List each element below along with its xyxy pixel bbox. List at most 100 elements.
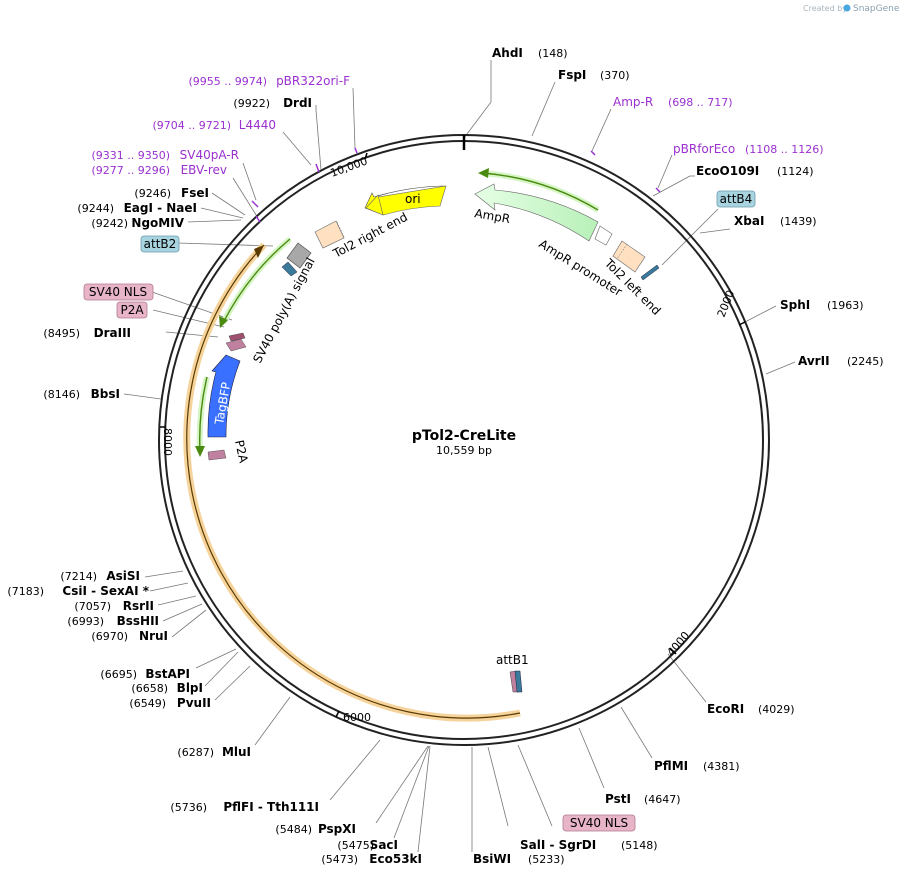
- sv40-nls-box-top[interactable]: [83, 283, 154, 301]
- site-sali-position: (5148): [621, 839, 658, 852]
- sv40-nls-box-bottom[interactable]: [562, 814, 636, 832]
- site-ahdi-name: AhdI: [492, 46, 523, 60]
- attb4-marker[interactable]: [640, 264, 660, 281]
- site-xbai-name: XbaI: [734, 214, 764, 228]
- tick-label-6000: 6000: [343, 711, 371, 724]
- primer-l4440-name: L4440: [239, 118, 276, 132]
- attb2-label: attB2: [144, 237, 177, 251]
- site-eco53ki-name: Eco53kI: [369, 852, 422, 866]
- site-bsshii-name: BssHII: [117, 614, 159, 628]
- primer-l4440-range: (9704 .. 9721): [152, 119, 231, 132]
- attb2-box[interactable]: [140, 235, 180, 253]
- sv40pa-orf-line: [222, 238, 291, 324]
- site-ecori-position: (4029): [758, 703, 795, 716]
- site-pflfi-name: PflFI - Tth111I: [223, 800, 319, 814]
- snapgene-logo-icon: [843, 4, 851, 12]
- attb2-marker[interactable]: [281, 261, 298, 277]
- site-sphi-position: (1963): [827, 299, 864, 312]
- site-fsei-position: (9246): [134, 187, 171, 200]
- site-pvuii-name: PvuII: [177, 696, 211, 710]
- site-pspxi-name: PspXI: [318, 822, 356, 836]
- sv40-polya-feature[interactable]: [286, 242, 312, 269]
- site-asisi-name: AsiSI: [106, 569, 140, 583]
- site-eagi-name: EagI - NaeI: [124, 201, 197, 215]
- primer-ebv-rev-name: EBV-rev: [181, 163, 227, 177]
- site-pflmi-position: (4381): [703, 760, 740, 773]
- site-avrii-position: (2245): [847, 355, 884, 368]
- primer-ticks: [251, 147, 661, 223]
- site-pspxi-position: (5484): [275, 823, 312, 836]
- site-bstapi-name: BstAPI: [145, 667, 190, 681]
- site-psti-name: PstI: [605, 792, 631, 806]
- ampr-promoter-feature[interactable]: [594, 225, 613, 246]
- site-pflmi-name: PflMI: [654, 759, 688, 773]
- primer-sv40pa-r-name: SV40pA-R: [180, 148, 239, 162]
- site-fspi-position: (370): [600, 69, 630, 82]
- sv40-nls-label-top: SV40 NLS: [89, 285, 147, 299]
- attb1-label: attB1: [496, 653, 529, 667]
- primer-amp-r-range: (698 .. 717): [668, 96, 733, 109]
- tol2-left-end-feature[interactable]: [612, 240, 646, 273]
- site-drdi-position: (9922): [233, 97, 270, 110]
- site-fspi-name: FspI: [558, 68, 586, 82]
- plasmid-name: pTol2-CreLite: [412, 428, 516, 444]
- p2a-bottom-marker[interactable]: [207, 449, 227, 461]
- site-drdi-name: DrdI: [283, 96, 312, 110]
- site-sali-name: SalI - SgrDI: [520, 838, 596, 852]
- site-eagi-position: (9244): [77, 202, 114, 215]
- site-draiii-name: DraIII: [94, 326, 131, 340]
- tol2-right-end-feature[interactable]: [314, 220, 345, 249]
- site-nrui-position: (6970): [91, 630, 128, 643]
- site-bstapi-position: (6695): [100, 668, 137, 681]
- ori-feature[interactable]: [364, 185, 446, 215]
- tagbfp-feature[interactable]: [207, 354, 241, 438]
- site-saci-name: SacI: [370, 838, 398, 852]
- connector-lines: [123, 60, 796, 853]
- site-sphi-name: SphI: [780, 298, 810, 312]
- site-bbsi-position: (8146): [43, 388, 80, 401]
- sv40-nls-label-bottom: SV40 NLS: [570, 816, 628, 830]
- site-rsrii-name: RsrII: [123, 599, 154, 613]
- p2a-box[interactable]: [116, 301, 148, 319]
- plasmid-size: 10,559 bp: [436, 444, 492, 457]
- site-csii-name: CsiI - SexAI *: [62, 584, 149, 598]
- p2a-top-marker[interactable]: [225, 338, 247, 352]
- site-csii-position: (7183): [7, 585, 44, 598]
- site-blpi-position: (6658): [131, 682, 168, 695]
- site-psti-position: (4647): [644, 793, 681, 806]
- primer-pbr322ori-f-range: (9955 .. 9974): [188, 75, 267, 88]
- credit-text: Created by: [803, 4, 847, 13]
- ampr-orf-arrowhead: [478, 168, 489, 178]
- orf-arc-arrowhead: [254, 245, 264, 258]
- site-bsshii-position: (6993): [67, 615, 104, 628]
- p2a-label: P2A: [120, 303, 144, 317]
- site-ahdi-position: (148): [538, 47, 568, 60]
- site-mlui-position: (6287): [177, 746, 214, 759]
- primer-pbrforeco-range: (1108 .. 1126): [745, 143, 824, 156]
- site-bsiwi-position: (5233): [528, 853, 565, 866]
- site-mlui-name: MluI: [222, 745, 251, 759]
- ring-ticks: [160, 152, 746, 718]
- sv40-nls-top-marker[interactable]: [228, 332, 246, 342]
- site-rsrii-position: (7057): [74, 600, 111, 613]
- site-ecori-name: EcoRI: [707, 702, 744, 716]
- primer-amp-r-name: Amp-R: [613, 95, 653, 109]
- attb1-marker[interactable]: [514, 670, 523, 693]
- sv40pa-orf-arrowhead: [219, 316, 228, 328]
- attb4-box[interactable]: [716, 190, 756, 208]
- tick-label-8000: 8000: [161, 428, 174, 456]
- site-asisi-position: (7214): [60, 570, 97, 583]
- site-pvuii-position: (6549): [129, 697, 166, 710]
- ampr-orf-line: [482, 172, 599, 211]
- site-avrii-name: AvrII: [798, 354, 830, 368]
- ori-label: ori: [405, 192, 421, 206]
- orf-arc-band: [183, 242, 521, 722]
- ampr-label: AmpR: [473, 206, 511, 226]
- primer-ebv-rev-range: (9277 .. 9296): [91, 164, 170, 177]
- ampr-feature[interactable]: [474, 183, 599, 242]
- site-draiii-position: (8495): [43, 327, 80, 340]
- primer-pbr322ori-f-name: pBR322ori-F: [276, 74, 350, 88]
- attb4-label: attB4: [720, 192, 753, 206]
- site-fsei-name: FseI: [181, 186, 209, 200]
